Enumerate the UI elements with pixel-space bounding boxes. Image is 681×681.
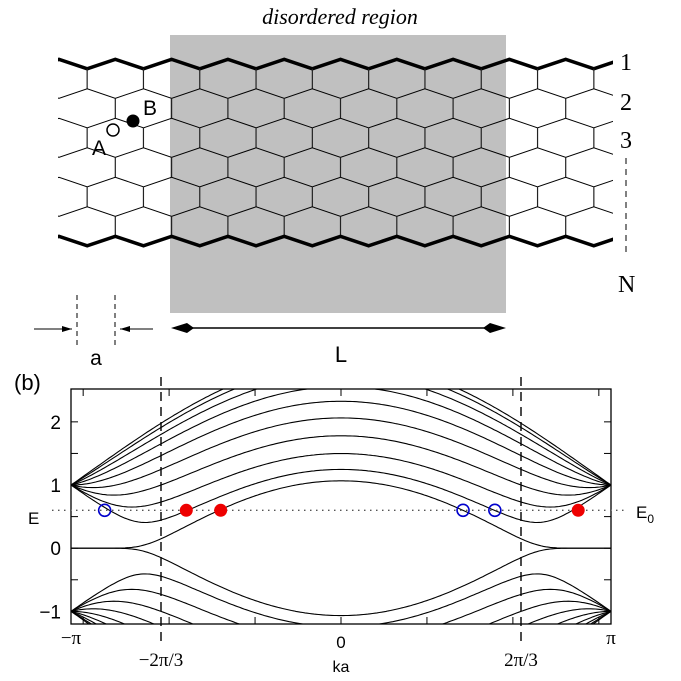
panel-b-label: (b) xyxy=(14,370,41,395)
open-state-marker xyxy=(456,503,470,518)
l-arrowhead-left xyxy=(171,323,194,333)
x-tick-label: 0 xyxy=(336,633,345,652)
l-label: L xyxy=(335,342,347,367)
y-tick-label: 0 xyxy=(50,539,61,560)
honeycomb-lattice xyxy=(0,0,681,320)
open-state-marker xyxy=(97,503,112,518)
filled-state-marker xyxy=(179,503,193,517)
y-axis-label: E xyxy=(28,509,39,528)
site-b-label: B xyxy=(143,97,157,120)
site-a-marker xyxy=(106,123,120,137)
a-arrowhead-left xyxy=(62,326,72,332)
site-b-marker xyxy=(126,114,140,128)
x-tick-label: −π xyxy=(61,628,82,649)
y-tick-label: −1 xyxy=(39,602,61,623)
panel-b-band-structure: (b) −1 0 1 2 −π −2π/3 0 2π/3 π E ka E0 xyxy=(14,370,654,676)
a-arrowhead-right xyxy=(120,326,130,332)
l-arrowhead-right xyxy=(483,323,506,333)
disordered-region xyxy=(170,35,506,313)
open-state-marker xyxy=(488,503,502,518)
panel-a-lattice: (a) disordered region A B 1 2 3 N a L xyxy=(0,0,681,370)
plot-axes: −1 0 1 2 −π −2π/3 0 2π/3 π xyxy=(39,377,628,671)
e0-label: E0 xyxy=(636,503,654,526)
x-tick-label: 2π/3 xyxy=(504,650,538,671)
row-label-3: 3 xyxy=(620,128,632,154)
filled-state-marker xyxy=(571,503,585,517)
x-tick-label: π xyxy=(606,628,616,649)
row-label-2: 2 xyxy=(620,90,632,116)
row-label-n: N xyxy=(618,272,635,298)
state-markers xyxy=(97,503,585,518)
site-a-label: A xyxy=(92,137,106,160)
row-label-1: 1 xyxy=(620,50,632,76)
x-tick-label: −2π/3 xyxy=(139,650,184,671)
x-axis-label: ka xyxy=(333,659,350,676)
a-label: a xyxy=(90,347,102,370)
disordered-region-title: disordered region xyxy=(262,4,418,29)
y-tick-label: 2 xyxy=(50,413,61,434)
y-tick-label: 1 xyxy=(50,476,61,497)
filled-state-marker xyxy=(214,503,228,517)
